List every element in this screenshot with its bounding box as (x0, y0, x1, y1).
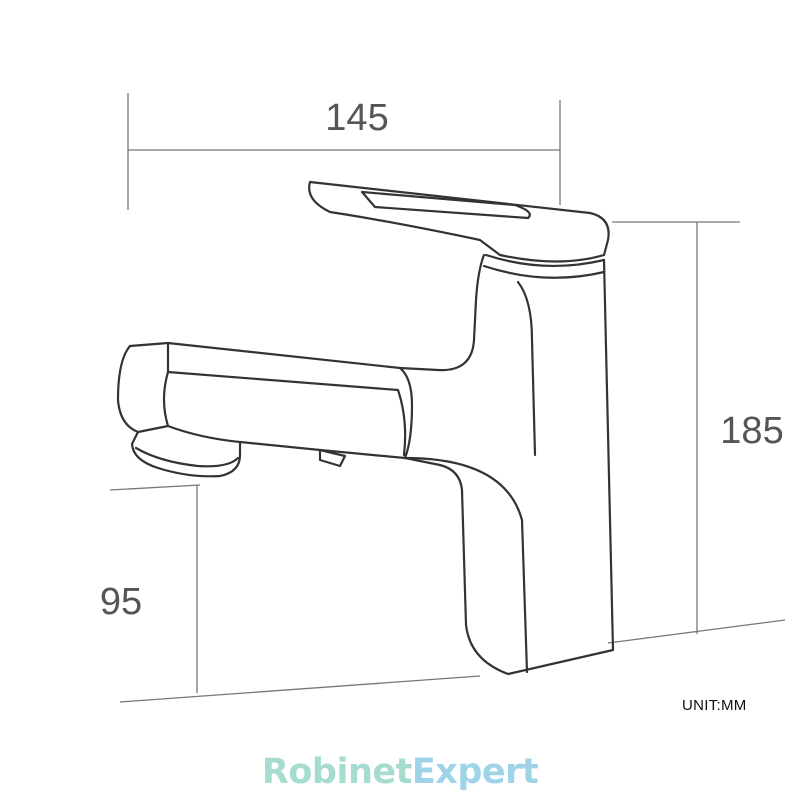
lever-handle (308, 180, 610, 263)
brand-part-1: Robinet (261, 752, 412, 792)
ground-line-right (607, 619, 786, 644)
handle-collar-lower (482, 264, 606, 279)
faucet-outline (116, 180, 615, 676)
spout-side-line (166, 370, 407, 457)
faucet-body-inner (516, 280, 537, 457)
brand-watermark: RobinetExpert (0, 752, 800, 792)
ground-line-left (119, 675, 481, 703)
spout-top (128, 341, 414, 460)
spout-height-dimension-label: 95 (100, 581, 142, 623)
faucet-body-curve (403, 456, 529, 674)
dimension-lines (109, 93, 786, 703)
spout-tab (318, 448, 347, 468)
faucet-body (398, 253, 486, 372)
brand-part-2: Expert (411, 752, 539, 792)
spout-nozzle-ring (134, 446, 240, 468)
lever-slot (360, 190, 531, 220)
faucet-body-right (403, 258, 615, 676)
spout-head (116, 341, 170, 434)
width-dimension-label: 145 (325, 97, 388, 139)
spout-ext-line (109, 484, 201, 491)
unit-label: UNIT:MM (682, 697, 747, 714)
handle-collar (484, 253, 606, 268)
spout-nozzle (130, 424, 242, 478)
height-dimension-label: 185 (720, 410, 783, 452)
